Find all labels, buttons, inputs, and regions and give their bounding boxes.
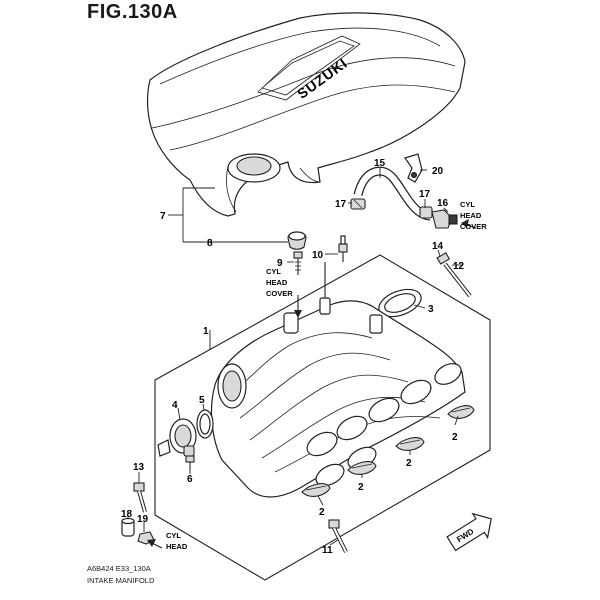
cyl-head-bottom: CYL HEAD [166, 531, 188, 551]
callout-20: 20 [432, 166, 444, 177]
hose-clip-17b[interactable] [419, 206, 433, 219]
bolt-13[interactable] [133, 482, 147, 513]
callout-5: 5 [199, 395, 205, 406]
callout-11: 11 [322, 545, 333, 556]
callout-10: 10 [312, 250, 324, 261]
port-gasket[interactable] [301, 483, 331, 497]
callout-7: 7 [160, 211, 166, 222]
ref-line: HEAD [166, 542, 188, 551]
callout-15: 15 [374, 158, 386, 169]
pcv-valve-16[interactable] [431, 209, 458, 229]
bolt-12[interactable] [436, 252, 472, 298]
callout-19: 19 [137, 514, 149, 525]
intake-manifold[interactable] [210, 262, 466, 498]
ref-line: CYL [166, 531, 181, 540]
diagram-code: A6B424 E33_130A [87, 564, 151, 573]
port-gasket[interactable] [347, 461, 377, 475]
ref-line: CYL [266, 267, 281, 276]
callout-2: 2 [358, 482, 364, 493]
engine-cover[interactable]: SUZUKI [146, 12, 466, 217]
ref-arrows [147, 219, 477, 549]
callouts: 1 2 2 2 2 3 4 5 6 7 8 9 10 11 12 13 14 1… [121, 158, 465, 556]
ref-line: HEAD [266, 278, 288, 287]
stud-10[interactable] [338, 235, 348, 262]
screw-6[interactable] [185, 455, 195, 470]
callout-1: 1 [203, 326, 209, 337]
assembly-outline [154, 254, 491, 581]
callout-9: 9 [277, 258, 283, 269]
leader-lines [127, 167, 462, 546]
callout-6: 6 [187, 474, 193, 485]
callout-3: 3 [428, 304, 434, 315]
callout-2: 2 [406, 458, 412, 469]
callout-13: 13 [133, 462, 145, 473]
stud-bolt-9[interactable] [293, 251, 303, 275]
cyl-head-cover-center: CYL HEAD COVER [266, 267, 293, 298]
callout-2: 2 [319, 507, 325, 518]
callout-17: 17 [419, 189, 431, 200]
bolt-11[interactable] [328, 519, 348, 553]
callout-18: 18 [121, 509, 133, 520]
ref-line: HEAD [460, 211, 482, 220]
callout-2: 2 [452, 432, 458, 443]
diagram-caption: INTAKE MANIFOLD [87, 576, 155, 585]
hose-bracket-20[interactable] [404, 153, 423, 183]
cyl-head-cover-right: CYL HEAD COVER [460, 200, 487, 231]
dowel-pin-18[interactable] [121, 517, 135, 537]
hose-clip-17a[interactable] [350, 198, 366, 210]
callout-17: 17 [335, 199, 347, 210]
fwd-arrow: FWD [446, 512, 492, 552]
callout-4: 4 [172, 400, 178, 411]
callout-8: 8 [207, 238, 213, 249]
callout-14: 14 [432, 241, 444, 252]
throttle-gasket-5[interactable] [196, 409, 214, 439]
ref-line: COVER [460, 222, 487, 231]
port-gasket[interactable] [447, 405, 475, 419]
figure-title: FIG.130A [87, 1, 178, 23]
throttle-body-4[interactable] [157, 418, 197, 457]
callout-12: 12 [453, 261, 465, 272]
port-gasket[interactable] [395, 437, 425, 451]
throttle-gasket-3[interactable] [375, 284, 425, 322]
cover-grommet-8[interactable] [287, 231, 307, 250]
ref-line: CYL [460, 200, 475, 209]
ref-line: COVER [266, 289, 293, 298]
callout-16: 16 [437, 198, 449, 209]
